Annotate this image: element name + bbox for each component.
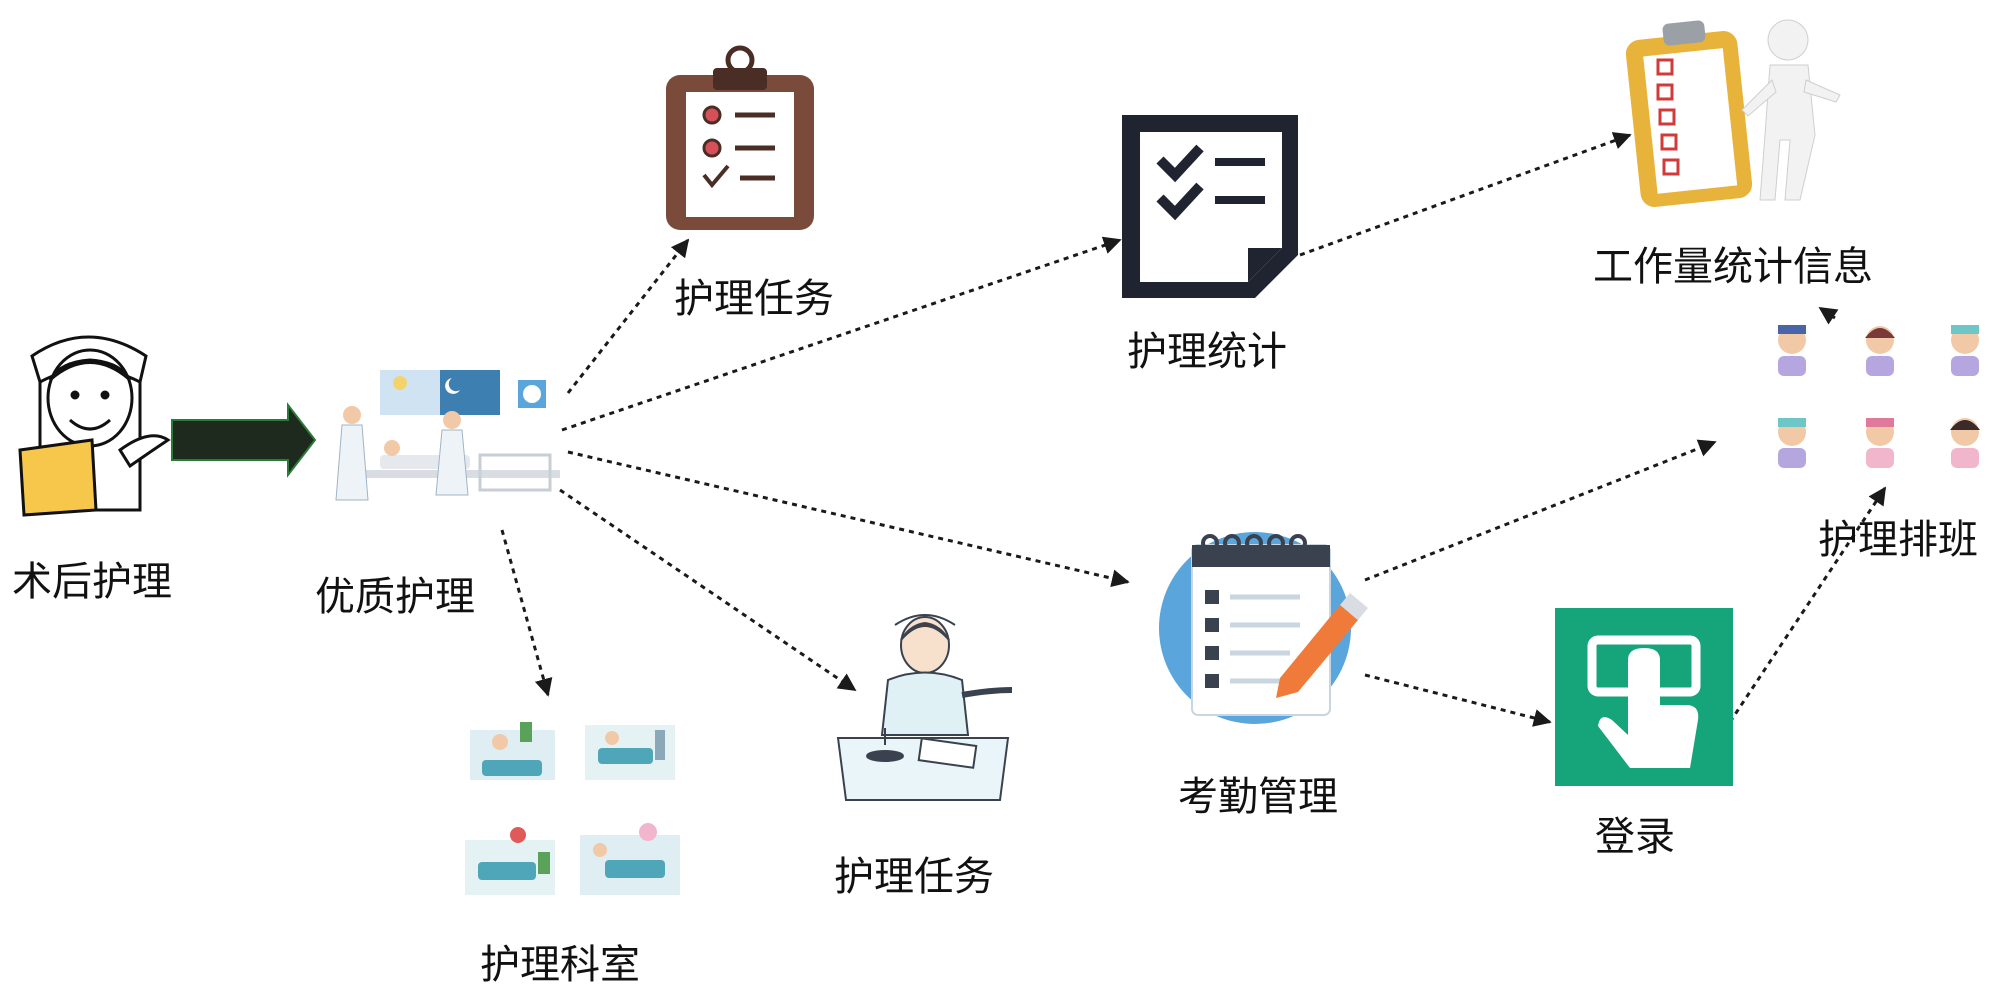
edge-quality-to-dept xyxy=(500,529,553,697)
clipboard-checklist-icon xyxy=(666,45,814,230)
nursing-dept-label: 护理科室 xyxy=(480,942,640,985)
touch-login-icon xyxy=(1555,608,1733,786)
edge-quality-to-stats xyxy=(561,236,1122,432)
staff-avatar xyxy=(1950,418,1980,468)
nursing-task-bottom-label: 护理任务 xyxy=(834,854,994,900)
figure-with-clipboard-icon xyxy=(1625,19,1841,208)
nursing-schedule-node: 护理排班 xyxy=(1778,325,1980,563)
room-scene xyxy=(465,827,555,895)
checklist-document-icon xyxy=(1122,115,1298,298)
room-scene xyxy=(470,722,555,780)
staff-avatar xyxy=(1866,418,1894,468)
nurse-holding-clipboard-icon xyxy=(18,335,171,517)
edge-quality-to-task-top xyxy=(566,238,690,394)
hospital-ward-icon xyxy=(335,370,560,501)
edge-login-to-schedule xyxy=(1728,486,1887,723)
edge-postop-to-quality xyxy=(171,402,317,478)
room-scene xyxy=(580,823,680,895)
quality-care-node: 优质护理 xyxy=(315,370,560,620)
nursing-stats-label: 护理统计 xyxy=(1127,329,1287,375)
nursing-task-bottom-node: 护理任务 xyxy=(834,614,1013,900)
edge-schedule-to-workload xyxy=(1818,306,1839,325)
nursing-task-top-node: 护理任务 xyxy=(666,45,834,322)
staff-avatar xyxy=(1778,418,1806,468)
quality-care-label: 优质护理 xyxy=(315,574,475,620)
nursing-schedule-label: 护理排班 xyxy=(1818,517,1978,563)
staff-avatar xyxy=(1951,325,1979,376)
edge-quality-to-attendance xyxy=(567,450,1130,588)
notepad-with-pencil-icon xyxy=(1159,532,1368,724)
edge-attendance-to-login xyxy=(1364,673,1552,727)
staff-avatar xyxy=(1865,326,1895,376)
login-label: 登录 xyxy=(1595,814,1675,860)
attendance-label: 考勤管理 xyxy=(1178,774,1338,820)
hospital-rooms-icon xyxy=(465,722,680,895)
edge-attendance-to-schedule xyxy=(1364,439,1717,582)
workload-info-node: 工作量统计信息 xyxy=(1593,19,1873,290)
nursing-task-top-label: 护理任务 xyxy=(674,276,834,322)
attendance-node: 考勤管理 xyxy=(1159,532,1368,820)
staff-avatar xyxy=(1778,325,1806,376)
workload-info-label: 工作量统计信息 xyxy=(1593,244,1873,290)
login-node: 登录 xyxy=(1555,608,1733,860)
nurse-at-desk-icon xyxy=(836,614,1013,801)
nursing-dept-node: 护理科室 xyxy=(465,722,680,985)
edge-quality-to-task-bottom xyxy=(559,488,857,692)
medical-staff-avatars-icon xyxy=(1778,325,1980,468)
postop-care-label: 术后护理 xyxy=(12,559,172,605)
nursing-stats-node: 护理统计 xyxy=(1122,115,1298,375)
postop-care-node: 术后护理 xyxy=(12,335,172,605)
edges xyxy=(500,132,1887,727)
room-scene xyxy=(585,725,675,780)
edge-stats-to-workload xyxy=(1299,132,1632,257)
